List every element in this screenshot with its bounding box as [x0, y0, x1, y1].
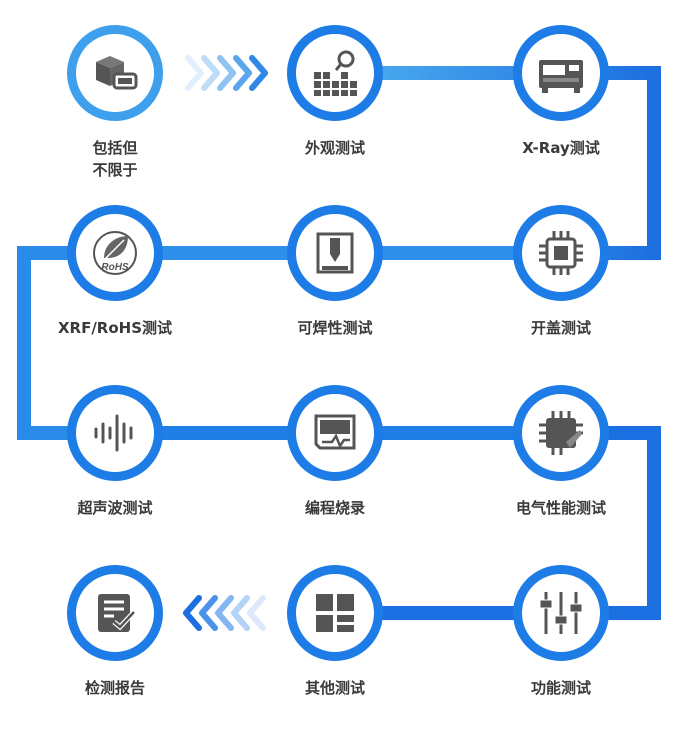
- rohs-leaf-icon: RoHS: [93, 231, 137, 275]
- step-label-appearance: 外观测试: [304, 139, 365, 157]
- step-node-programming: [287, 385, 383, 481]
- svg-text:RoHS: RoHS: [101, 262, 129, 273]
- grid-blocks-icon: [316, 594, 354, 632]
- step-node-rohs: RoHS: [67, 205, 163, 301]
- step-label-solderability: 可焊性测试: [297, 319, 373, 337]
- step-label-function: 功能测试: [530, 679, 591, 697]
- step-node-ultrasonic: [67, 385, 163, 481]
- step-node-other: [287, 565, 383, 661]
- solder-station-icon: [316, 232, 354, 274]
- step-node-solderability: [287, 205, 383, 301]
- electrical-chip-icon: [539, 411, 583, 455]
- chip-icon: [539, 231, 583, 275]
- chevron-arrows-right: [185, 55, 268, 91]
- step-node-package: [67, 25, 163, 121]
- programming-board-icon: [314, 414, 356, 450]
- step-label-ultrasonic: 超声波测试: [77, 499, 153, 517]
- package-box-icon: [96, 56, 138, 90]
- step-node-appearance: [287, 25, 383, 121]
- report-checklist-icon: [98, 594, 136, 632]
- connector-line-1: [335, 66, 661, 260]
- step-node-decap: [513, 205, 609, 301]
- step-node-report: [67, 565, 163, 661]
- step-label-rohs: XRF/RoHS测试: [57, 319, 173, 337]
- step-label-report: 检测报告: [84, 679, 145, 697]
- chevron-arrows-left: [183, 595, 266, 631]
- step-node-function: [513, 565, 609, 661]
- step-label-other: 其他测试: [304, 679, 365, 697]
- step-label-decap: 开盖测试: [530, 319, 591, 337]
- ultrasonic-wave-icon: [94, 414, 133, 452]
- step-node-electrical: [513, 385, 609, 481]
- magnifier-inspection-icon: [314, 50, 357, 96]
- step-label-package: 包括但 不限于: [92, 139, 138, 179]
- step-label-electrical: 电气性能测试: [515, 499, 606, 517]
- sliders-icon: [539, 592, 583, 634]
- xray-machine-icon: [539, 60, 583, 93]
- step-label-xray: X-Ray测试: [522, 139, 600, 157]
- step-node-xray: [513, 25, 609, 121]
- step-label-programming: 编程烧录: [304, 499, 365, 517]
